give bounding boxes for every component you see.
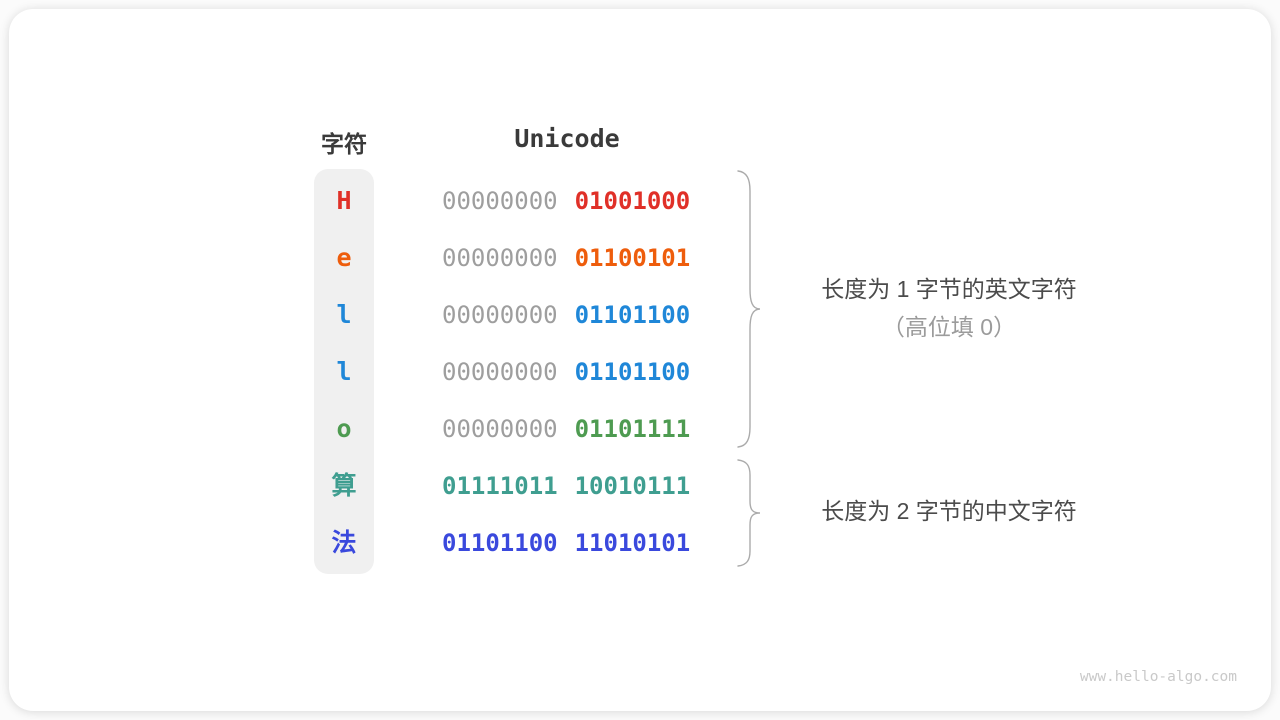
watermark: www.hello-algo.com xyxy=(1079,669,1237,685)
char-cell: e xyxy=(336,243,352,272)
byte2: 01101100 xyxy=(574,301,691,329)
column-header-character: 字符 xyxy=(321,131,367,157)
byte2: 01001000 xyxy=(574,187,691,215)
brace-two-byte-group xyxy=(735,459,761,567)
column-header-unicode: Unicode xyxy=(514,124,620,153)
byte2: 01101111 xyxy=(574,415,691,443)
table-row: l 00000000 01101100 xyxy=(9,355,1271,389)
table-row: 算 01111011 10010111 xyxy=(9,469,1271,503)
byte1: 00000000 xyxy=(442,415,558,443)
byte1: 01111011 xyxy=(442,472,558,500)
byte1: 00000000 xyxy=(442,187,558,215)
annotation-two-byte-line1: 长度为 2 字节的中文字符 xyxy=(821,498,1077,524)
byte2: 01100101 xyxy=(574,244,691,272)
char-cell: H xyxy=(336,186,352,215)
byte2: 11010101 xyxy=(574,529,691,557)
char-cell: l xyxy=(336,300,352,329)
annotation-one-byte-line1: 长度为 1 字节的英文字符 xyxy=(821,276,1077,302)
character-column-background xyxy=(314,169,374,574)
annotation-one-byte: 长度为 1 字节的英文字符 （高位填 0） xyxy=(764,273,1134,343)
table-row: H 00000000 01001000 xyxy=(9,184,1271,218)
byte1: 01101100 xyxy=(442,529,558,557)
byte1: 00000000 xyxy=(442,301,558,329)
byte2: 01101100 xyxy=(574,358,691,386)
char-cell: 法 xyxy=(331,528,357,557)
table-row: e 00000000 01100101 xyxy=(9,241,1271,275)
brace-one-byte-group xyxy=(735,170,761,448)
char-cell: l xyxy=(336,357,352,386)
table-row: 法 01101100 11010101 xyxy=(9,526,1271,560)
byte1: 00000000 xyxy=(442,358,558,386)
annotation-two-byte: 长度为 2 字节的中文字符 xyxy=(764,495,1134,527)
diagram-card: 字符 Unicode H 00000000 01001000 e 00000000… xyxy=(9,9,1271,711)
char-cell: o xyxy=(336,414,352,443)
table-row: o 00000000 01101111 xyxy=(9,412,1271,446)
byte1: 00000000 xyxy=(442,244,558,272)
byte2: 10010111 xyxy=(574,472,691,500)
table-row: l 00000000 01101100 xyxy=(9,298,1271,332)
annotation-one-byte-line2: （高位填 0） xyxy=(881,314,1017,340)
char-cell: 算 xyxy=(331,471,357,500)
